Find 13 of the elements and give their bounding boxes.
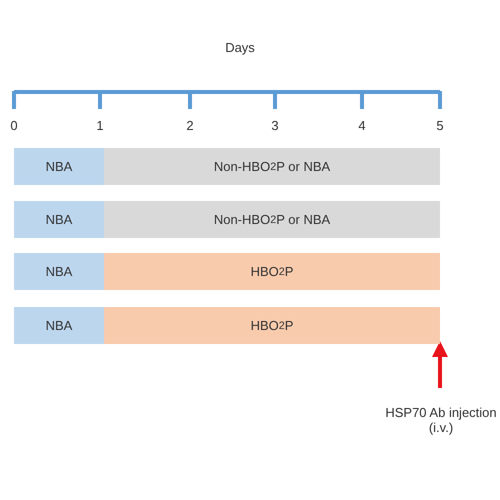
phase-bar: NBA [14,253,104,290]
annotation-text: HSP70 Ab injection (i.v.) [385,392,497,448]
phase-bar: NBA [14,148,104,185]
axis-title: Days [224,40,256,55]
tick-label: 4 [357,118,367,133]
tick-label: 0 [9,118,19,133]
tick-label: 1 [95,118,105,133]
tick-label: 2 [185,118,195,133]
arrow [432,341,448,388]
phase-bar: NBA [14,307,104,344]
phase-bar: NBA [14,201,104,238]
tick-label: 3 [270,118,280,133]
tick-label: 5 [435,118,445,133]
